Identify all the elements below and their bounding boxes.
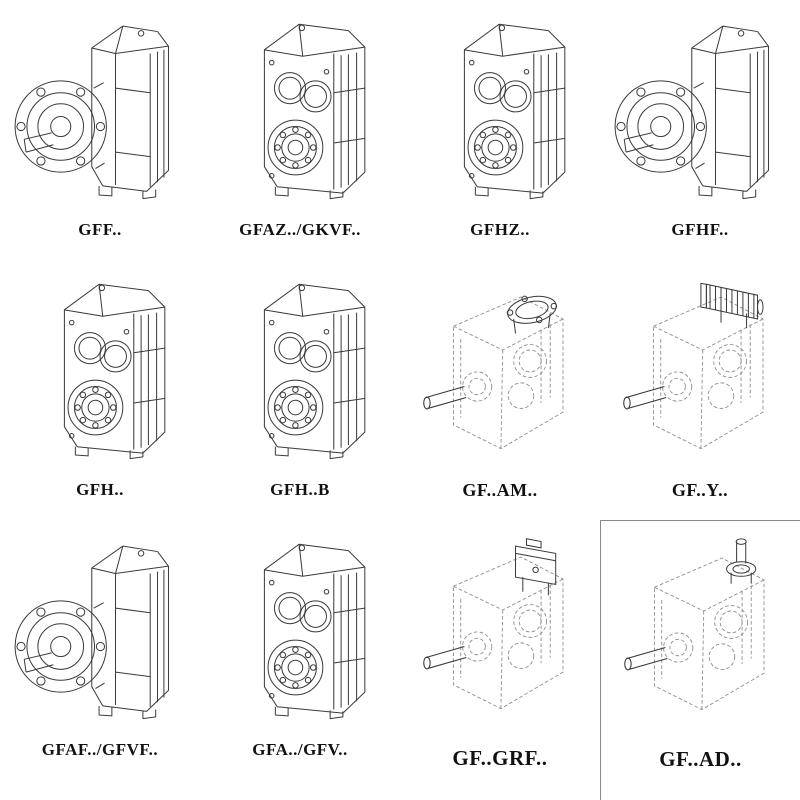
gearbox-label: GFA../GFV..	[252, 740, 348, 759]
gearbox-drawing-hollow-shaft	[408, 6, 592, 216]
gearbox-cell-gf-ad: GF..AD..	[600, 520, 800, 800]
gearbox-label: GFAF../GFVF..	[41, 740, 159, 759]
gearbox-cell-gfaf-gfvf: GFAF../GFVF..	[0, 520, 200, 800]
gearbox-cell-gff: GFF..	[0, 0, 200, 260]
gearbox-label: GF..Y..	[671, 480, 729, 500]
gearbox-cell-gf-y: GF..Y..	[600, 260, 800, 520]
gearbox-drawing-flange	[8, 6, 192, 216]
gearbox-drawing-flange	[8, 526, 192, 736]
gearbox-label: GFH..B	[270, 480, 330, 499]
gearbox-drawing-input-shaft-adapter	[609, 527, 793, 737]
gearbox-drawing-hollow-shaft	[208, 526, 392, 736]
gearbox-label: GFHF..	[671, 220, 729, 239]
gearbox-label: GF..AD..	[659, 747, 742, 771]
gearbox-cell-gfaz-gkvf: GFAZ../GKVF..	[200, 0, 400, 260]
gearbox-cell-gfh-b: GFH..B	[200, 260, 400, 520]
gearbox-label: GF..GRF..	[452, 746, 548, 770]
gearbox-label: GFAZ../GKVF..	[239, 220, 361, 239]
gearbox-label: GF..AM..	[462, 480, 538, 500]
gearbox-drawing-hollow-shaft	[208, 6, 392, 216]
gearbox-cell-gf-grf: GF..GRF..	[400, 520, 600, 800]
gearbox-drawing-motor-adapter-flange	[408, 266, 592, 476]
gearbox-cell-gfh: GFH..	[0, 260, 200, 520]
gearbox-drawing-hollow-shaft-base	[208, 266, 392, 476]
gearbox-cell-gfhf: GFHF..	[600, 0, 800, 260]
gearbox-label: GFF..	[78, 220, 122, 239]
gearbox-drawing-adapter-box	[408, 526, 592, 736]
gearbox-cell-gfa-gfv: GFA../GFV..	[200, 520, 400, 800]
gearbox-drawing-hollow-shaft	[8, 266, 192, 476]
gearbox-label: GFH..	[76, 480, 124, 499]
gearbox-drawing-flange	[608, 6, 792, 216]
gearbox-label: GFHZ..	[470, 220, 530, 239]
gearbox-cell-gf-am: GF..AM..	[400, 260, 600, 520]
gearbox-drawing-with-motor	[608, 266, 792, 476]
gearbox-cell-gfhz: GFHZ..	[400, 0, 600, 260]
